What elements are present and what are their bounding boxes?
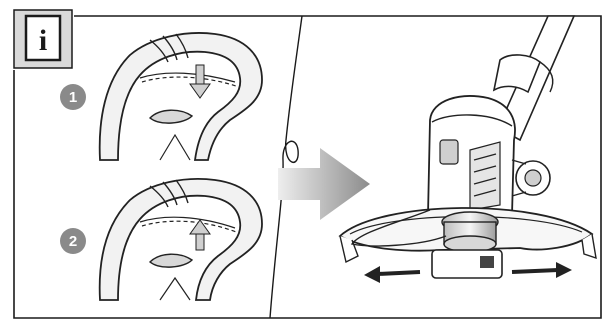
- arrow-right-icon: [278, 148, 370, 220]
- arrow-down-icon: [190, 65, 210, 98]
- step-1-marker: 1: [60, 84, 86, 110]
- step-2-number: 2: [69, 233, 77, 250]
- step-1-handle: [100, 33, 262, 160]
- info-letter: i: [39, 24, 47, 57]
- trimmer-head-icon: [340, 16, 596, 283]
- info-badge: i: [14, 10, 72, 68]
- section-divider: [270, 16, 302, 318]
- step-1-number: 1: [69, 89, 77, 106]
- info-icon: i: [39, 24, 47, 57]
- step-2-handle: [100, 179, 262, 300]
- step-2-marker: 2: [60, 228, 86, 254]
